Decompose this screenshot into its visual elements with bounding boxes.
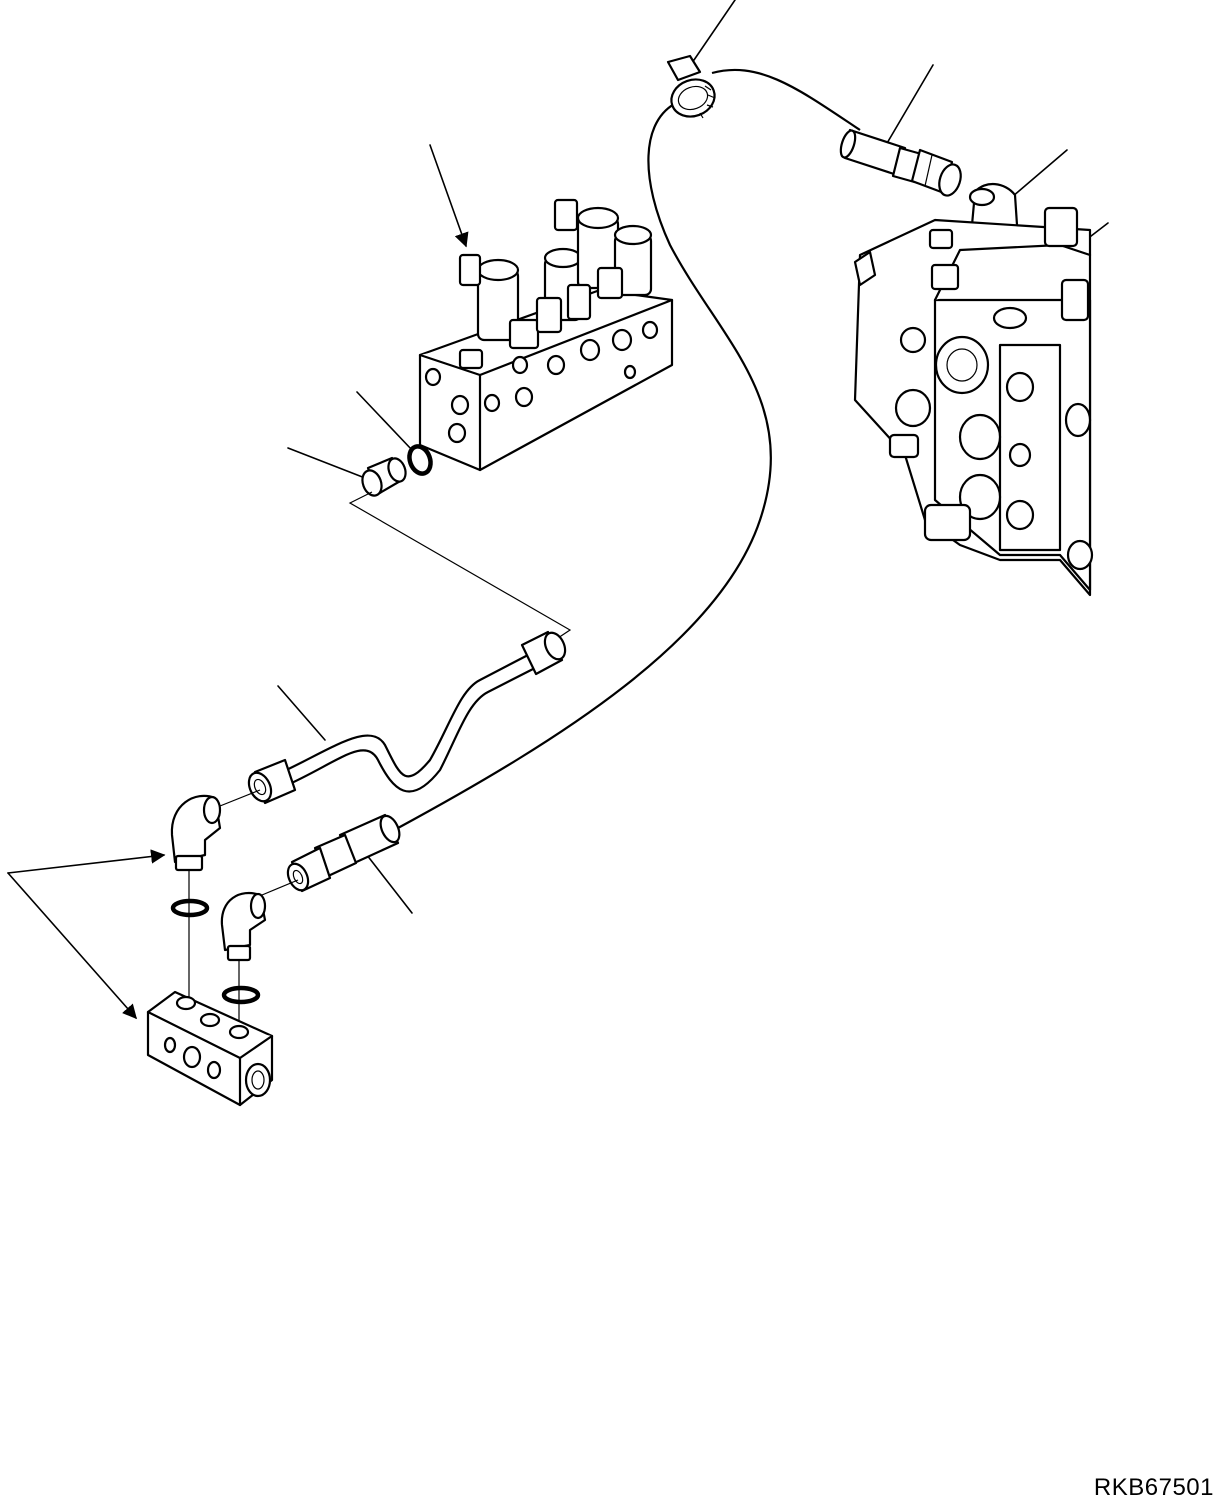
- leader-small-fitting: [287, 447, 366, 479]
- upper-hose-fitting: [839, 128, 962, 197]
- lower-hose-fitting: [286, 813, 401, 893]
- lower-elbow-left: [170, 794, 222, 872]
- lower-block: [146, 990, 274, 1107]
- lower-oring-left: [170, 898, 210, 918]
- leader-lower-hose: [362, 849, 413, 914]
- leader-upper-hose: [882, 64, 934, 151]
- lower-elbow-right: [220, 891, 267, 962]
- leader-upper-elbow: [1011, 149, 1068, 198]
- lower-oring-right: [221, 985, 261, 1005]
- connection-line-fitting-to-tube: [348, 491, 572, 641]
- figure-reference-code: RKB67501: [1093, 1474, 1214, 1501]
- hose-clamp: [666, 54, 716, 119]
- small-fitting: [361, 456, 407, 497]
- axis-line-hose-elbow: [261, 879, 299, 896]
- steel-tube: [247, 630, 567, 805]
- solenoid-valve-block: [418, 198, 674, 472]
- leader-lower-elbow-arrow: [7, 849, 166, 874]
- leader-steel-tube: [277, 685, 326, 741]
- leader-clamp: [693, 0, 736, 61]
- small-oring: [407, 444, 433, 476]
- leader-lines: [7, 0, 1109, 1020]
- leader-block-arrow: [7, 872, 137, 1020]
- long-hose: [397, 68, 861, 829]
- leader-solenoid-valve-arrow: [429, 144, 469, 248]
- axis-line-tube-elbow: [214, 789, 261, 809]
- leader-small-oring: [356, 391, 413, 451]
- main-control-valve: [853, 206, 1094, 597]
